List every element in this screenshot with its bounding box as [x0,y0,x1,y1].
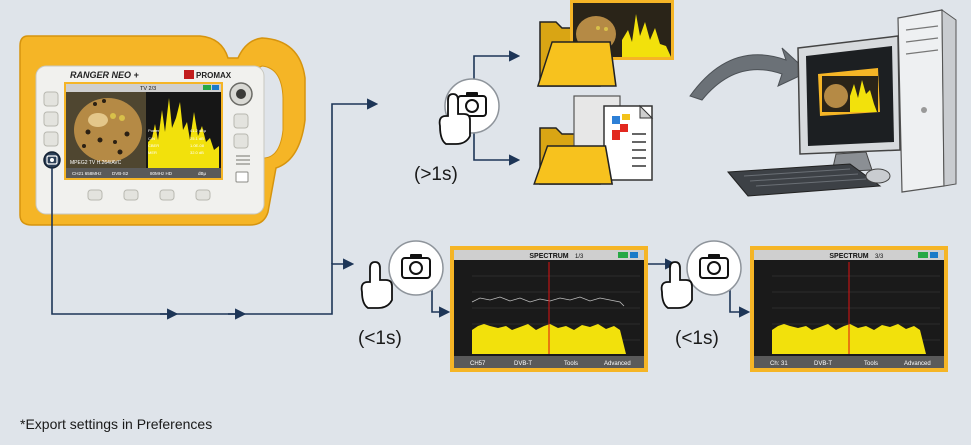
svg-text:41.2 dBμ: 41.2 dBμ [190,128,207,133]
long-press-label: (>1s) [414,164,458,185]
device-service: MPEG2 TV H.264/AVC [70,160,122,166]
ranger-neo-device: RANGER NEO + PROMAX [19,35,306,226]
spectrum-screen-2: SPECTRUM 3/3 Ch: 31 DVB-T Tools Advanced [750,246,948,372]
spectrum-1-softkey-1: CH57 [470,361,486,367]
capture-key[interactable] [43,151,61,169]
brand-label: RANGER NEO + [70,70,140,80]
spectrum-2-softkey-3: Tools [864,361,878,367]
svg-text:1.0E-08: 1.0E-08 [190,143,205,148]
short-press-label-2: (<1s) [675,328,719,349]
folder-screenshot-icon [536,0,674,87]
svg-text:MER: MER [148,150,157,155]
device-softkey-1: CH21 658MHz [72,171,102,176]
spectrum-1-title: SPECTRUM [529,253,568,260]
svg-text:25.1 dB: 25.1 dB [190,136,204,141]
spectrum-1-softkey-2: DVB-T [514,361,532,367]
camera-press-icon-short-1 [360,240,444,309]
spectrum-2-page: 3/3 [875,254,884,260]
spectrum-1-softkey-3: Tools [564,361,578,367]
svg-text:32.0 dB: 32.0 dB [190,150,204,155]
device-softkey-2: DVB-S2 [112,171,129,176]
spectrum-2-softkey-2: DVB-T [814,361,832,367]
spectrum-1-softkey-4: Advanced [604,361,631,367]
spectrum-screen-1: SPECTRUM 1/3 CH57 DVB-T Tools Advanced [450,246,648,372]
spectrum-2-softkey-4: Advanced [904,361,931,367]
svg-text:Power: Power [148,128,160,133]
maker-label: PROMAX [196,71,232,80]
camera-press-icon-short-2 [660,240,742,309]
spectrum-1-page: 1/3 [575,254,584,260]
device-softkey-3: 80MHz HD [150,171,173,176]
svg-text:CBER: CBER [148,143,159,148]
export-arrow [689,47,809,101]
short-press-label-1: (<1s) [358,328,402,349]
footnote: *Export settings in Preferences [20,416,213,432]
spectrum-2-title: SPECTRUM [829,253,868,260]
folder-documents-icon [533,95,654,185]
camera-press-icon-long [438,78,500,145]
svg-text:C/N: C/N [148,136,155,141]
computer-icon [726,9,957,197]
device-channel: TV 2/3 [140,86,156,92]
device-softkey-4: dBμ [198,171,207,176]
spectrum-2-softkey-1: Ch: 31 [770,361,788,367]
device-screen: Power 41.2 dBμ C/N 25.1 dB CBER 1.0E-08 MER… [64,82,223,180]
